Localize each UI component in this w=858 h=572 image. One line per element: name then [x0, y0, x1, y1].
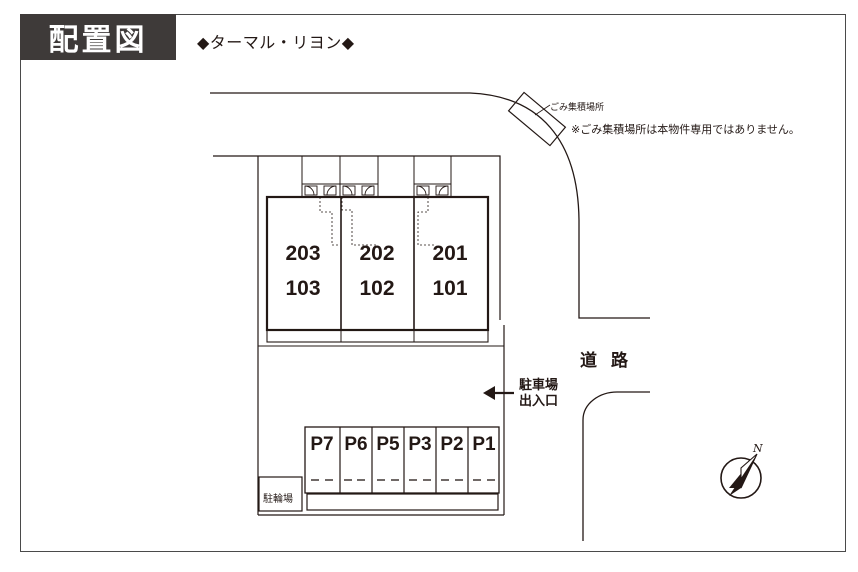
- lot-boundary-top: [213, 155, 501, 320]
- unit-201: 201: [432, 242, 468, 265]
- property-name: ◆ターマル・リヨン◆: [197, 33, 355, 52]
- parking-spaces: [304, 426, 500, 511]
- garbage-note: ※ごみ集積場所は本物件専用ではありません。: [571, 123, 800, 136]
- unit-102: 102: [359, 277, 395, 300]
- parking-space-label: P3: [408, 434, 432, 455]
- road-edge-lower: [582, 391, 650, 541]
- parking-space-label: P5: [376, 434, 400, 455]
- bicycle-parking: [258, 476, 303, 512]
- parking-space-label: P2: [440, 434, 464, 455]
- entrance-line-2: 出入口: [519, 394, 559, 409]
- entrance-arrow: [483, 386, 514, 400]
- north-arrow-icon: [720, 453, 762, 499]
- page-title: 配置図: [20, 14, 176, 60]
- north-label: N: [753, 442, 763, 455]
- entrance-line-1: 駐車場: [519, 378, 559, 393]
- map-frame: [20, 14, 846, 552]
- garbage-leader-line: [534, 104, 551, 116]
- unit-203: 203: [285, 242, 321, 265]
- stair-lines: [319, 197, 434, 246]
- garbage-area: [507, 91, 567, 147]
- parking-space-label: P7: [310, 434, 334, 455]
- parking-space-label: P6: [344, 434, 368, 455]
- parking-space-label: P1: [472, 434, 496, 455]
- apartment-building: [265, 195, 490, 343]
- unit-101: 101: [432, 277, 468, 300]
- parking-entrance-label: 駐車場 出入口: [519, 378, 558, 410]
- door-swings: [304, 185, 449, 196]
- unit-202: 202: [359, 242, 395, 265]
- road-label: 道路: [580, 351, 642, 371]
- garbage-label: ごみ集積場所: [550, 103, 605, 113]
- bicycle-parking-label: 駐輪場: [263, 494, 293, 505]
- entrance-porches: [301, 156, 452, 197]
- road-edge-upper: [210, 92, 650, 319]
- unit-103: 103: [285, 277, 321, 300]
